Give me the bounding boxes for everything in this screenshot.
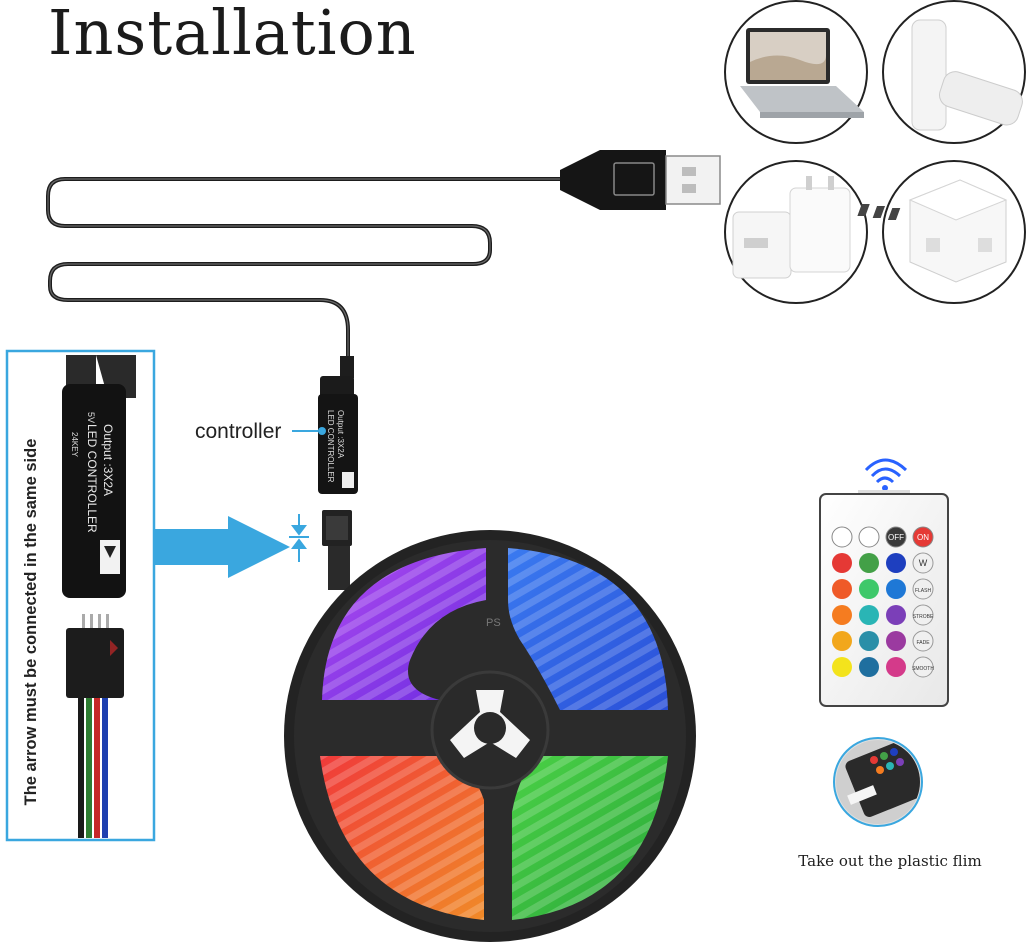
remote-mode-label-2: STROBE <box>913 614 934 620</box>
remote-mode-button-2 <box>912 604 934 626</box>
remote-mode-button-1 <box>912 578 934 600</box>
usb-plug-icon <box>560 150 721 210</box>
alignment-arrows-icon <box>289 514 309 562</box>
controller-detail-box: LED CONTROLLER Output :3X2A 24KEY 5V <box>5 349 156 842</box>
plastic-note: Take out the plastic flim <box>798 852 982 870</box>
remote-top-button-1 <box>858 526 880 548</box>
usb-wall-adapter-icon <box>724 160 868 304</box>
remote-color-button-4-2 <box>886 657 906 677</box>
usb-cable <box>46 177 562 372</box>
remote-color-button-1-2 <box>886 579 906 599</box>
remote-top-label-2: OFF <box>888 533 904 542</box>
remote-color-button-2-1 <box>859 605 879 625</box>
controller-label: controller <box>195 420 282 443</box>
remote-color-button-1-1 <box>859 579 879 599</box>
remote-color-button-1-0 <box>832 579 852 599</box>
connection-arrow-icon <box>154 516 290 578</box>
svg-text:Output :3X2A: Output :3X2A <box>101 424 115 496</box>
remote-top-button-0 <box>831 526 853 548</box>
remote-top-label-3: ON <box>917 533 929 542</box>
laptop-icon <box>724 0 868 144</box>
remote-mode-button-0 <box>912 552 934 574</box>
page-title: Installation <box>48 0 417 69</box>
svg-text:LED CONTROLLER: LED CONTROLLER <box>85 424 99 533</box>
remote-color-button-3-0 <box>832 631 852 651</box>
svg-text:Output :3X2A: Output :3X2A <box>336 410 345 459</box>
svg-text:5V: 5V <box>86 412 96 423</box>
remote-color-button-4-0 <box>832 657 852 677</box>
remote-color-button-2-0 <box>832 605 852 625</box>
power-bank-icon <box>882 0 1026 144</box>
remote-color-button-3-1 <box>859 631 879 651</box>
remote-buttons: OFF ON W FLASH STROBE FADE SMOOTH <box>831 526 934 678</box>
remote-color-button-0-2 <box>886 553 906 573</box>
remote-control <box>819 458 949 707</box>
svg-text:24KEY: 24KEY <box>70 432 79 458</box>
remote-color-button-0-0 <box>832 553 852 573</box>
remote-mode-button-3 <box>912 630 934 652</box>
remote-color-button-0-1 <box>859 553 879 573</box>
remote-mode-label-0: W <box>919 558 928 568</box>
power-strip-icon <box>857 160 1026 304</box>
remote-mode-label-4: SMOOTH <box>912 666 934 672</box>
remote-mode-button-4 <box>912 656 934 678</box>
remote-color-button-3-2 <box>886 631 906 651</box>
wifi-signal-icon <box>870 467 902 478</box>
remote-mode-label-3: FADE <box>916 640 930 646</box>
remote-mode-label-1: FLASH <box>915 588 932 594</box>
side-note: The arrow must be connected in the same … <box>22 438 40 806</box>
remote-color-button-4-1 <box>859 657 879 677</box>
led-strip-reel: PS <box>284 530 696 942</box>
remote-top-button-3 <box>912 526 934 548</box>
svg-text:LED CONTROLLER: LED CONTROLLER <box>326 410 335 483</box>
remote-top-button-2 <box>885 526 907 548</box>
led-controller: LED CONTROLLER Output :3X2A <box>318 356 358 590</box>
reel-code: PS <box>486 617 501 629</box>
remote-color-button-2-2 <box>886 605 906 625</box>
remote-thumbnail <box>833 737 923 827</box>
